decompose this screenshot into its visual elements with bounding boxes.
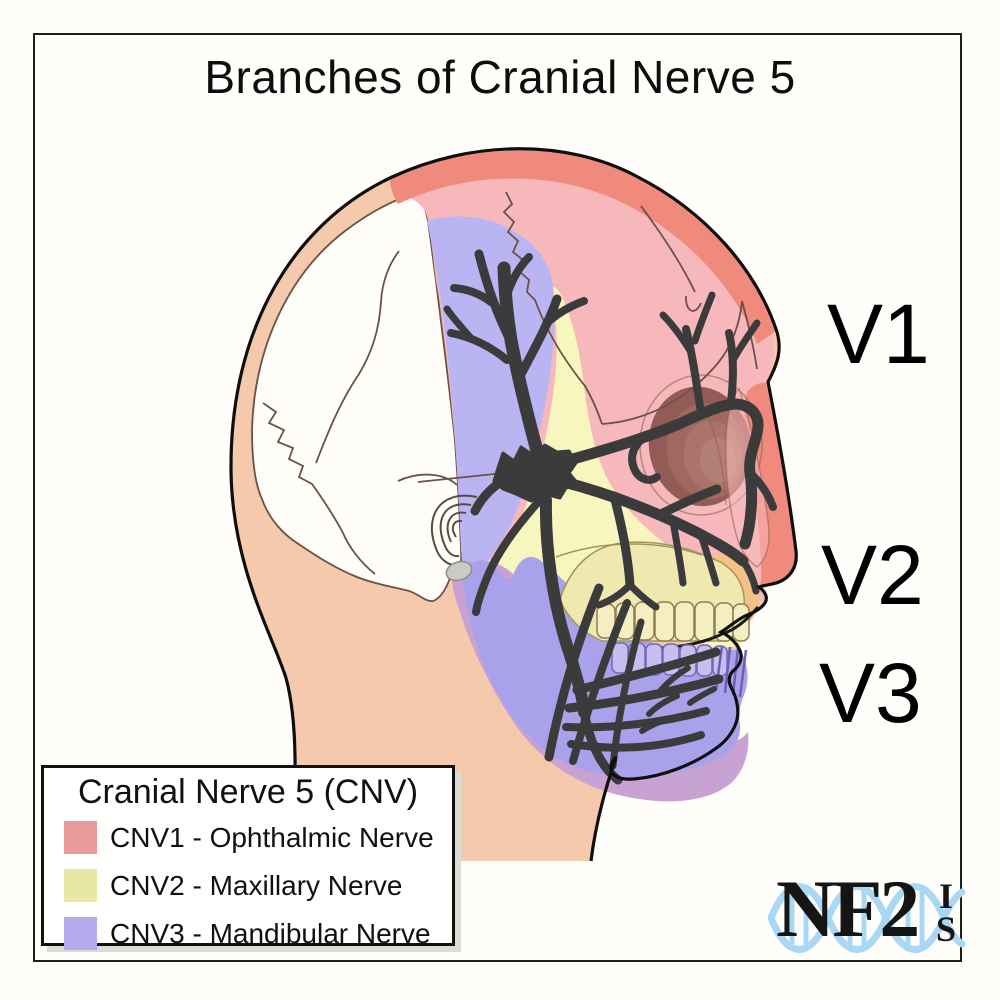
ear	[430, 494, 478, 567]
legend-box: Cranial Nerve 5 (CNV) CNV1 - Ophthalmic …	[41, 765, 455, 950]
logo-text: NF2	[776, 863, 920, 954]
cnv3-color-swatch	[64, 917, 97, 950]
cnv1-color-swatch	[64, 821, 97, 854]
border-frame	[33, 33, 962, 962]
legend-label-cnv1: CNV1 - Ophthalmic Nerve	[110, 821, 434, 853]
logo-suffix-i: I	[938, 876, 953, 916]
zone-label-v1: V1	[827, 287, 930, 381]
cnv2-color-swatch	[64, 869, 97, 902]
zone-label-v2: V2	[821, 528, 924, 622]
legend-title: Cranial Nerve 5 (CNV)	[77, 773, 419, 811]
nf2is-logo: NF2 I S	[768, 868, 968, 960]
trigeminal-ganglion	[492, 443, 580, 503]
trigeminal-nerve-tree	[443, 249, 777, 785]
logo-suffix-s: S	[935, 909, 957, 949]
legend-label-cnv3: CNV3 - Mandibular Nerve	[110, 917, 431, 949]
v1-deep-band-top	[390, 150, 776, 344]
logo-suffix: I S	[924, 878, 968, 947]
skull	[251, 195, 463, 602]
jaw-condyle	[445, 560, 473, 582]
legend-row-cnv3: CNV3 - Mandibular Nerve	[64, 917, 452, 950]
legend-row-cnv2: CNV2 - Maxillary Nerve	[64, 869, 452, 902]
skull-sutures	[262, 191, 758, 575]
legend-row-cnv1: CNV1 - Ophthalmic Nerve	[64, 821, 452, 854]
head-outline	[229, 147, 798, 862]
dna-helix-icon	[768, 883, 966, 953]
page-title: Branches of Cranial Nerve 5	[204, 51, 796, 103]
zone-label-v3: V3	[819, 646, 922, 740]
legend-label-cnv2: CNV2 - Maxillary Nerve	[110, 869, 403, 901]
